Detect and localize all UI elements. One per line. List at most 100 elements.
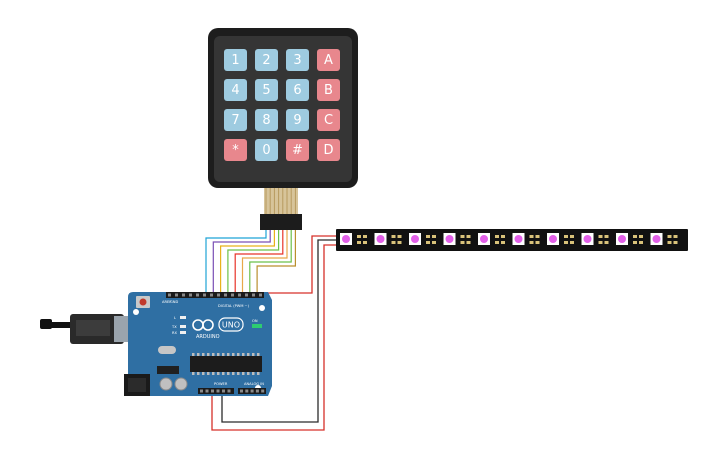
mount-hole xyxy=(133,309,139,315)
led-pixel-3 xyxy=(409,233,436,245)
keypad-key-label: B xyxy=(324,83,333,98)
gnd-label: GND xyxy=(170,300,178,304)
on-led-label: ON xyxy=(252,319,258,323)
led-gnd-wire xyxy=(221,239,338,423)
keypad-key-face[interactable] xyxy=(224,49,247,71)
usb-cable xyxy=(40,314,154,344)
brand-label: ARDUINO xyxy=(196,334,220,340)
led-light xyxy=(549,235,557,243)
keypad-key-face[interactable] xyxy=(255,139,278,161)
keypad-key-face[interactable] xyxy=(255,109,278,131)
usb-cable-end xyxy=(40,319,52,329)
rx-led xyxy=(180,331,186,334)
keypad-key-5[interactable]: 5 xyxy=(255,79,278,101)
keypad-key-face[interactable] xyxy=(224,79,247,101)
keypad-key-label: D xyxy=(323,143,333,158)
keypad-wire-4 xyxy=(227,230,280,294)
keypad-key-1[interactable]: 1 xyxy=(224,49,247,71)
led-light xyxy=(411,235,419,243)
led-pixel-9 xyxy=(616,233,643,245)
led-strip xyxy=(336,229,688,251)
led-light xyxy=(480,235,488,243)
reset-button-cap[interactable] xyxy=(139,298,147,306)
keypad-key-8[interactable]: 8 xyxy=(255,109,278,131)
keypad-key-6[interactable]: 6 xyxy=(286,79,309,101)
keypad-key-7[interactable]: 7 xyxy=(224,109,247,131)
led-light xyxy=(445,235,454,243)
keypad-key-label: C xyxy=(324,113,333,128)
led-light xyxy=(618,235,626,243)
led-light xyxy=(583,235,592,243)
model-label: UNO xyxy=(222,321,240,330)
keypad-wire-2 xyxy=(212,230,271,294)
l-led xyxy=(180,316,186,319)
led-strip-wires xyxy=(211,235,338,431)
keypad-key-*[interactable]: * xyxy=(224,139,247,161)
keypad-key-label: 9 xyxy=(293,113,301,128)
keypad-key-B[interactable]: B xyxy=(317,79,340,101)
keypad-key-face[interactable] xyxy=(317,109,340,131)
keypad-key-2[interactable]: 2 xyxy=(255,49,278,71)
keypad-key-label: 4 xyxy=(231,83,239,98)
keypad-key-face[interactable] xyxy=(224,109,247,131)
keypad-key-face[interactable] xyxy=(286,49,309,71)
keypad-key-0[interactable]: 0 xyxy=(255,139,278,161)
keypad-key-face[interactable] xyxy=(286,139,309,161)
aref-label: AREF xyxy=(162,300,171,304)
power-header-label: POWER xyxy=(214,382,228,386)
keypad-key-face[interactable] xyxy=(317,79,340,101)
keypad-key-label: 5 xyxy=(262,83,270,98)
keypad-key-face[interactable] xyxy=(286,79,309,101)
keypad-key-9[interactable]: 9 xyxy=(286,109,309,131)
atmega-chip xyxy=(190,356,262,372)
led-pixel-5 xyxy=(478,233,505,245)
keypad-wire-3 xyxy=(220,230,275,294)
keypad-key-face[interactable] xyxy=(317,49,340,71)
keypad-key-face[interactable] xyxy=(255,49,278,71)
keypad-key-label: A xyxy=(324,53,333,68)
arduino-logo: ARDUINO UNO xyxy=(192,317,244,340)
regulator xyxy=(157,366,179,374)
keypad-key-face[interactable] xyxy=(317,139,340,161)
keypad-key-C[interactable]: C xyxy=(317,109,340,131)
keypad-key-D[interactable]: D xyxy=(317,139,340,161)
led-pixel-8 xyxy=(581,233,609,245)
digital-header-label: DIGITAL (PWM ~) xyxy=(218,304,250,308)
keypad-key-label: 2 xyxy=(262,53,270,68)
on-led xyxy=(252,324,262,328)
led-strip-body xyxy=(336,229,688,251)
keypad-key-label: 8 xyxy=(262,113,270,128)
analog-header-label: ANALOG IN xyxy=(244,382,264,386)
keypad-key-A[interactable]: A xyxy=(317,49,340,71)
keypad-key-label: 1 xyxy=(231,53,239,68)
keypad-key-face[interactable] xyxy=(286,109,309,131)
led-light xyxy=(342,235,350,243)
led-pixel-7 xyxy=(547,233,574,245)
keypad-wires xyxy=(205,230,296,294)
crystal xyxy=(158,346,176,354)
keypad-key-face[interactable] xyxy=(255,79,278,101)
keypad-key-#[interactable]: # xyxy=(286,139,309,161)
led-pixel-10 xyxy=(650,233,678,245)
keypad-wire-7 xyxy=(249,230,292,294)
mount-hole xyxy=(259,305,265,311)
led-vcc-wire xyxy=(211,244,338,431)
keypad-key-label: # xyxy=(292,143,303,158)
tx-led xyxy=(180,325,186,328)
led-strip-leds xyxy=(340,233,678,245)
ribbon-cable xyxy=(264,188,298,216)
led-pixel-4 xyxy=(443,233,471,245)
keypad-key-label: 0 xyxy=(262,143,270,158)
power-header xyxy=(198,388,234,394)
led-pixel-1 xyxy=(340,233,367,245)
keypad-key-label: 6 xyxy=(293,83,301,98)
led-pixel-6 xyxy=(512,233,540,245)
keypad-key-3[interactable]: 3 xyxy=(286,49,309,71)
keypad-key-4[interactable]: 4 xyxy=(224,79,247,101)
keypad-key-face[interactable] xyxy=(224,139,247,161)
led-data-wire xyxy=(268,235,338,294)
keypad-wire-5 xyxy=(234,230,284,294)
